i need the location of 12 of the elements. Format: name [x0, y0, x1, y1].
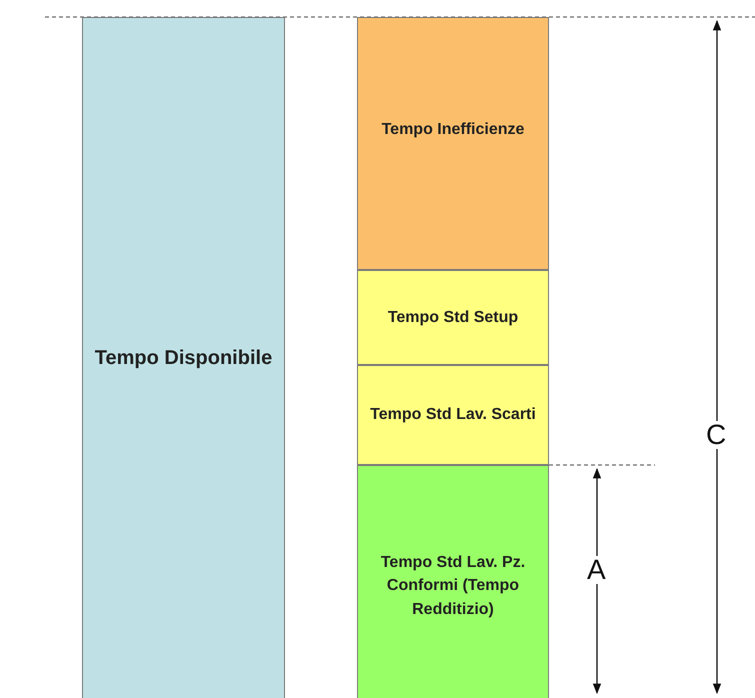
bar-segment — [357, 365, 549, 465]
bar-segment — [82, 17, 285, 698]
segment-label: Tempo Std Lav. Scarti — [369, 405, 537, 426]
bar-segment — [357, 17, 549, 270]
bar-segment — [357, 270, 549, 365]
segment-label: Tempo Disponibile — [94, 346, 274, 370]
segment-label: Tempo Std Lav. Pz. Conformi (Tempo Redditizio) — [380, 553, 526, 620]
dimension-label: A — [587, 556, 606, 584]
segment-label: Tempo Inefficienze — [380, 120, 526, 140]
bar-segment — [357, 465, 549, 698]
dimension-label: C — [706, 421, 726, 449]
segment-label: Tempo Std Setup — [386, 308, 520, 328]
